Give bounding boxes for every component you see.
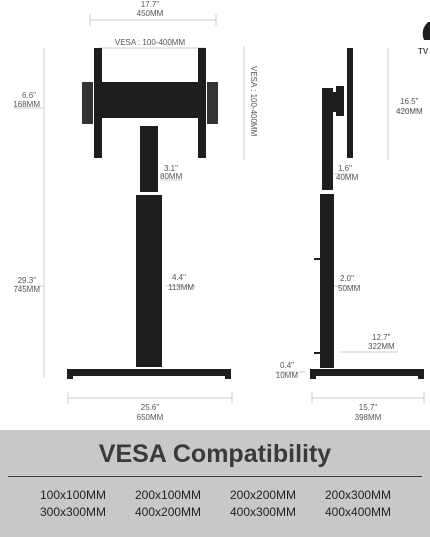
mount-plate-left [82,82,93,124]
mount-height-mm: 168MM [13,100,40,109]
vesa-rail-left [94,48,102,158]
vesa-size-cell: 200x100MM [135,488,202,502]
top-width-mm: 450MM [137,9,164,18]
vesa-divider [8,476,422,477]
vesa-size-cell: 400x300MM [230,505,297,519]
column-width-inch: 4.4" [172,273,186,282]
side-notch-bottom [314,352,320,354]
side-column-mm: 50MM [338,284,361,293]
side-column [320,194,334,368]
top-width-inch: 17.7" [141,0,160,9]
mount-height-inch: 6.6" [22,91,36,100]
side-neck-inch: 1.6" [338,164,352,173]
column-height-mm: 745MM [13,285,40,294]
column-height-inch: 29.3" [18,276,37,285]
side-base-depth-mm: 398MM [355,413,382,422]
base-width-mm: 650MM [137,413,164,422]
vesa-compatibility-title: VESA Compatibility [98,440,332,468]
corner-ornament [422,22,430,40]
vesa-size-cell: 400x400MM [325,505,392,519]
vesa-size-cell: 200x200MM [230,488,297,502]
side-base-depth-inch: 15.7" [359,403,378,412]
side-notch-top [314,258,320,260]
vesa-horizontal-label: VESA : 100-400MM [115,38,186,47]
side-base [310,369,424,376]
mount-head [102,82,198,118]
side-neck-mm: 40MM [336,173,359,182]
column-width-mm: 113MM [168,283,194,292]
side-height-mm: 420MM [396,107,423,116]
vesa-size-cell: 200x300MM [325,488,392,502]
dimension-drawing: TV 17.7" 450MM VESA : 100-400MM VESA : 1… [13,0,430,422]
vesa-rail-right [198,48,206,158]
foot-right [225,376,231,379]
side-tv-panel [347,48,353,158]
vesa-vertical-label: VESA : 100-400MM [249,66,258,137]
column [136,195,162,367]
base-width-inch: 25.6" [141,403,160,412]
side-base-height-inch: 0.4" [280,361,294,370]
vesa-size-cell: 400x200MM [135,505,202,519]
corner-label: TV [418,47,429,56]
side-foot-right [418,376,424,379]
side-base-height-mm: 10MM [276,371,299,380]
side-height-inch: 16.5" [400,97,419,106]
vesa-size-cell: 300x300MM [40,505,107,519]
foot-left [67,376,73,379]
base [67,369,231,376]
neck-width-mm: 80MM [160,172,183,181]
side-bracket [336,86,344,116]
side-offset-inch: 12.7" [372,333,391,342]
mount-plate-right [207,82,218,124]
side-foot-left [310,376,316,379]
vesa-compatibility-band [0,430,430,537]
vesa-size-cell: 100x100MM [40,488,107,502]
side-neck [322,88,333,190]
side-bracket-clamp [333,92,337,112]
neck-width-inch: 3.1" [164,164,178,173]
side-column-inch: 2.0" [340,274,354,283]
neck [140,126,158,192]
side-offset-mm: 322MM [368,342,395,351]
